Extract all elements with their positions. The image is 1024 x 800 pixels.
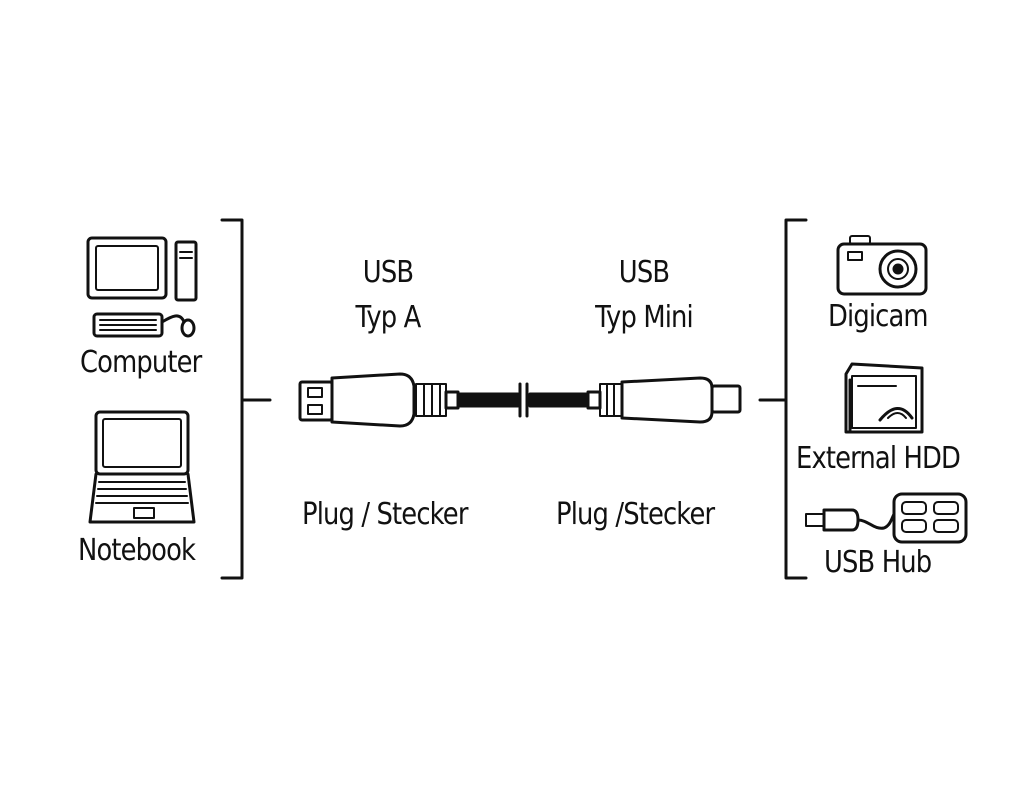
- usb-hub-icon: [805, 492, 968, 544]
- notebook-icon: [88, 410, 196, 524]
- connector-a-title-line2: Typ A: [355, 300, 422, 335]
- external-hdd-label: External HDD: [796, 441, 961, 476]
- usb-cable: [456, 382, 590, 418]
- computer-label: Computer: [80, 345, 202, 380]
- digicam-icon: [836, 235, 928, 296]
- usb-hub-label: USB Hub: [824, 545, 932, 580]
- connector-b-title-line2: Typ Mini: [595, 300, 694, 335]
- right-bracket: [758, 218, 808, 580]
- digicam-label: Digicam: [828, 299, 929, 334]
- connector-b-caption: Plug /Stecker: [556, 497, 715, 532]
- external-hdd-icon: [844, 362, 924, 434]
- usb-mini-plug-icon: [586, 376, 742, 424]
- desktop-computer-icon: [86, 236, 198, 338]
- connector-a-title-line1: USB: [362, 255, 414, 290]
- connector-a-caption: Plug / Stecker: [302, 497, 468, 532]
- left-bracket: [220, 218, 272, 580]
- connector-b-title-line1: USB: [618, 255, 670, 290]
- notebook-label: Notebook: [78, 533, 196, 568]
- usb-type-a-plug-icon: [298, 372, 460, 428]
